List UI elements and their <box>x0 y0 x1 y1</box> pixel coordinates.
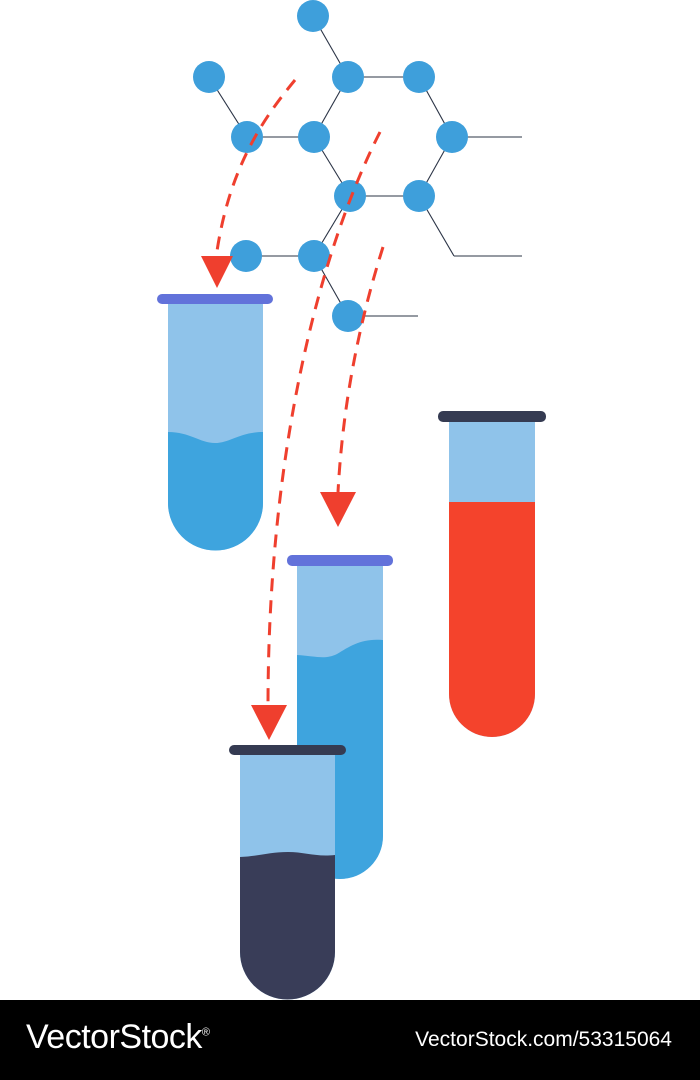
image-id: VectorStock.com/53315064 <box>415 1028 672 1051</box>
atom <box>231 121 263 153</box>
tube-cap <box>287 555 393 566</box>
arrow-icon <box>336 246 385 493</box>
arrowhead <box>320 492 356 527</box>
molecule-icon <box>208 15 522 317</box>
atom <box>403 61 435 93</box>
atom <box>298 240 330 272</box>
atom <box>436 121 468 153</box>
arrowhead <box>251 705 287 740</box>
arrow-icon <box>266 131 382 707</box>
atom <box>193 61 225 93</box>
atom <box>332 300 364 332</box>
test-tube-icon <box>229 745 346 1000</box>
watermark-footer: VectorStock® VectorStock.com/53315064 <box>0 1000 700 1080</box>
atoms <box>193 0 468 332</box>
tube-cap <box>229 745 346 755</box>
atom <box>332 61 364 93</box>
arrowhead <box>201 256 233 288</box>
atom <box>298 121 330 153</box>
tube-cap <box>157 294 273 304</box>
illustration <box>157 0 546 1000</box>
arrow-icon <box>214 79 297 259</box>
atom <box>230 240 262 272</box>
atom <box>403 180 435 212</box>
test-tube-icon <box>438 411 546 737</box>
brand-logo: VectorStock® <box>26 1018 210 1056</box>
tube-cap <box>438 411 546 422</box>
test-tube-icon <box>157 294 273 551</box>
atom <box>297 0 329 32</box>
